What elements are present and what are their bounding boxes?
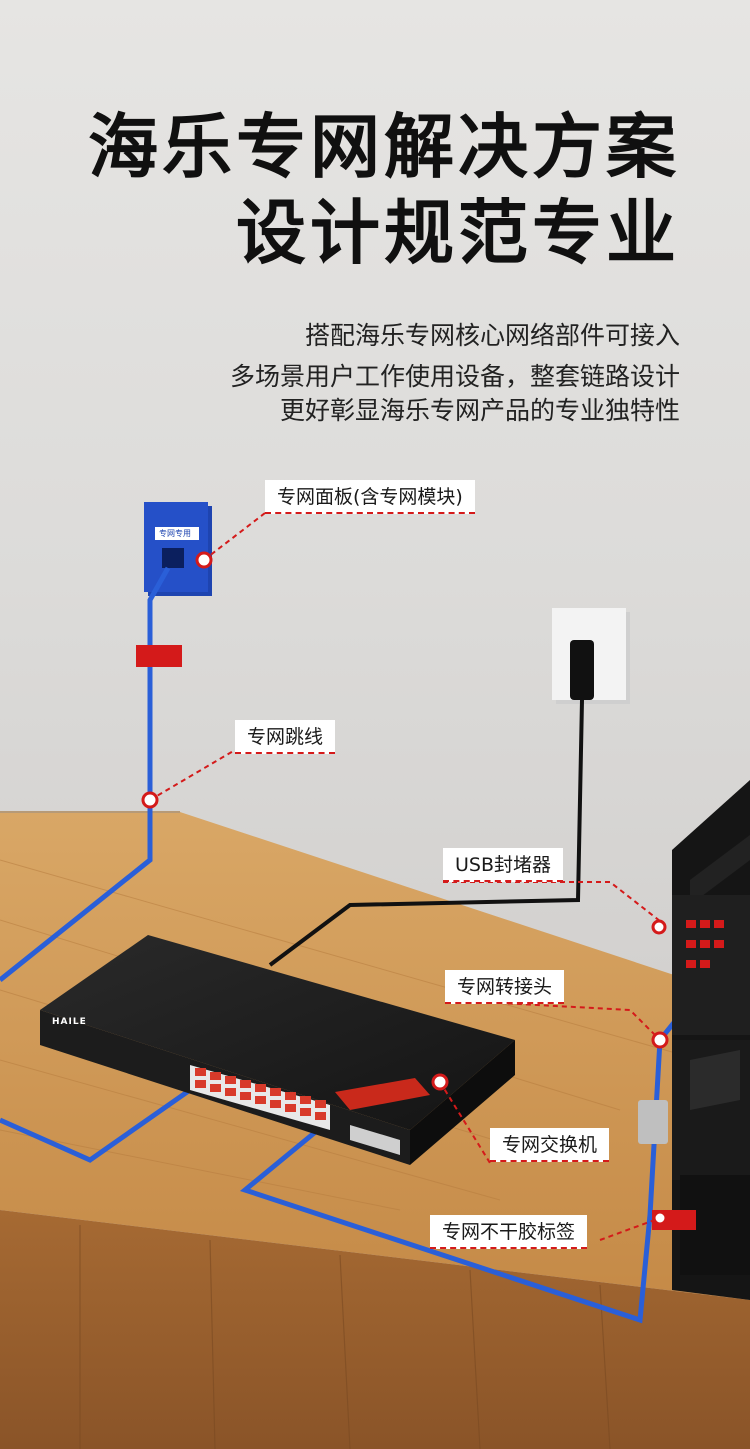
callout-switch: 专网交换机 [490, 1128, 610, 1162]
usb-plug [570, 640, 594, 700]
power-cable [268, 699, 584, 967]
network-panel [144, 502, 212, 596]
desk-front [0, 1210, 750, 1449]
headline-line2: 设计规范专业 [236, 192, 680, 274]
cable-label-wall [136, 645, 182, 667]
callout-markers [141, 551, 669, 1226]
intro-line1: 搭配海乐专网核心网络部件可接入 [304, 321, 680, 350]
switch-brand-logo: HAILE [52, 1017, 87, 1027]
headline-line1: 海乐专网解决方案 [88, 106, 680, 188]
callout-adapter: 专网转接头 [445, 970, 565, 1004]
intro-line3: 更好彰显海乐专网产品的专业独特性 [279, 396, 680, 425]
callout-panel: 专网面板(含专网模块) [265, 480, 475, 514]
patch-cable-wall [0, 566, 171, 982]
network-switch [40, 935, 515, 1165]
patch-cable-right [239, 988, 702, 1324]
desk-front-grain [79, 1225, 611, 1449]
power-socket [552, 608, 630, 704]
callout-leaders [149, 512, 666, 1241]
pc-tower [638, 780, 750, 1300]
adapter-coupler [638, 1100, 668, 1144]
callout-patch-cable: 专网跳线 [235, 720, 336, 754]
panel-label-text: 专网专用 [159, 529, 191, 538]
panel-port [162, 548, 184, 568]
intro-line2: 多场景用户工作使用设备，整套链路设计 [229, 362, 680, 391]
callout-label: 专网不干胶标签 [430, 1215, 588, 1249]
patch-cable-left [0, 1087, 192, 1163]
switch-label-sticker [335, 1078, 430, 1110]
callout-usb-blocker: USB封堵器 [443, 848, 564, 882]
